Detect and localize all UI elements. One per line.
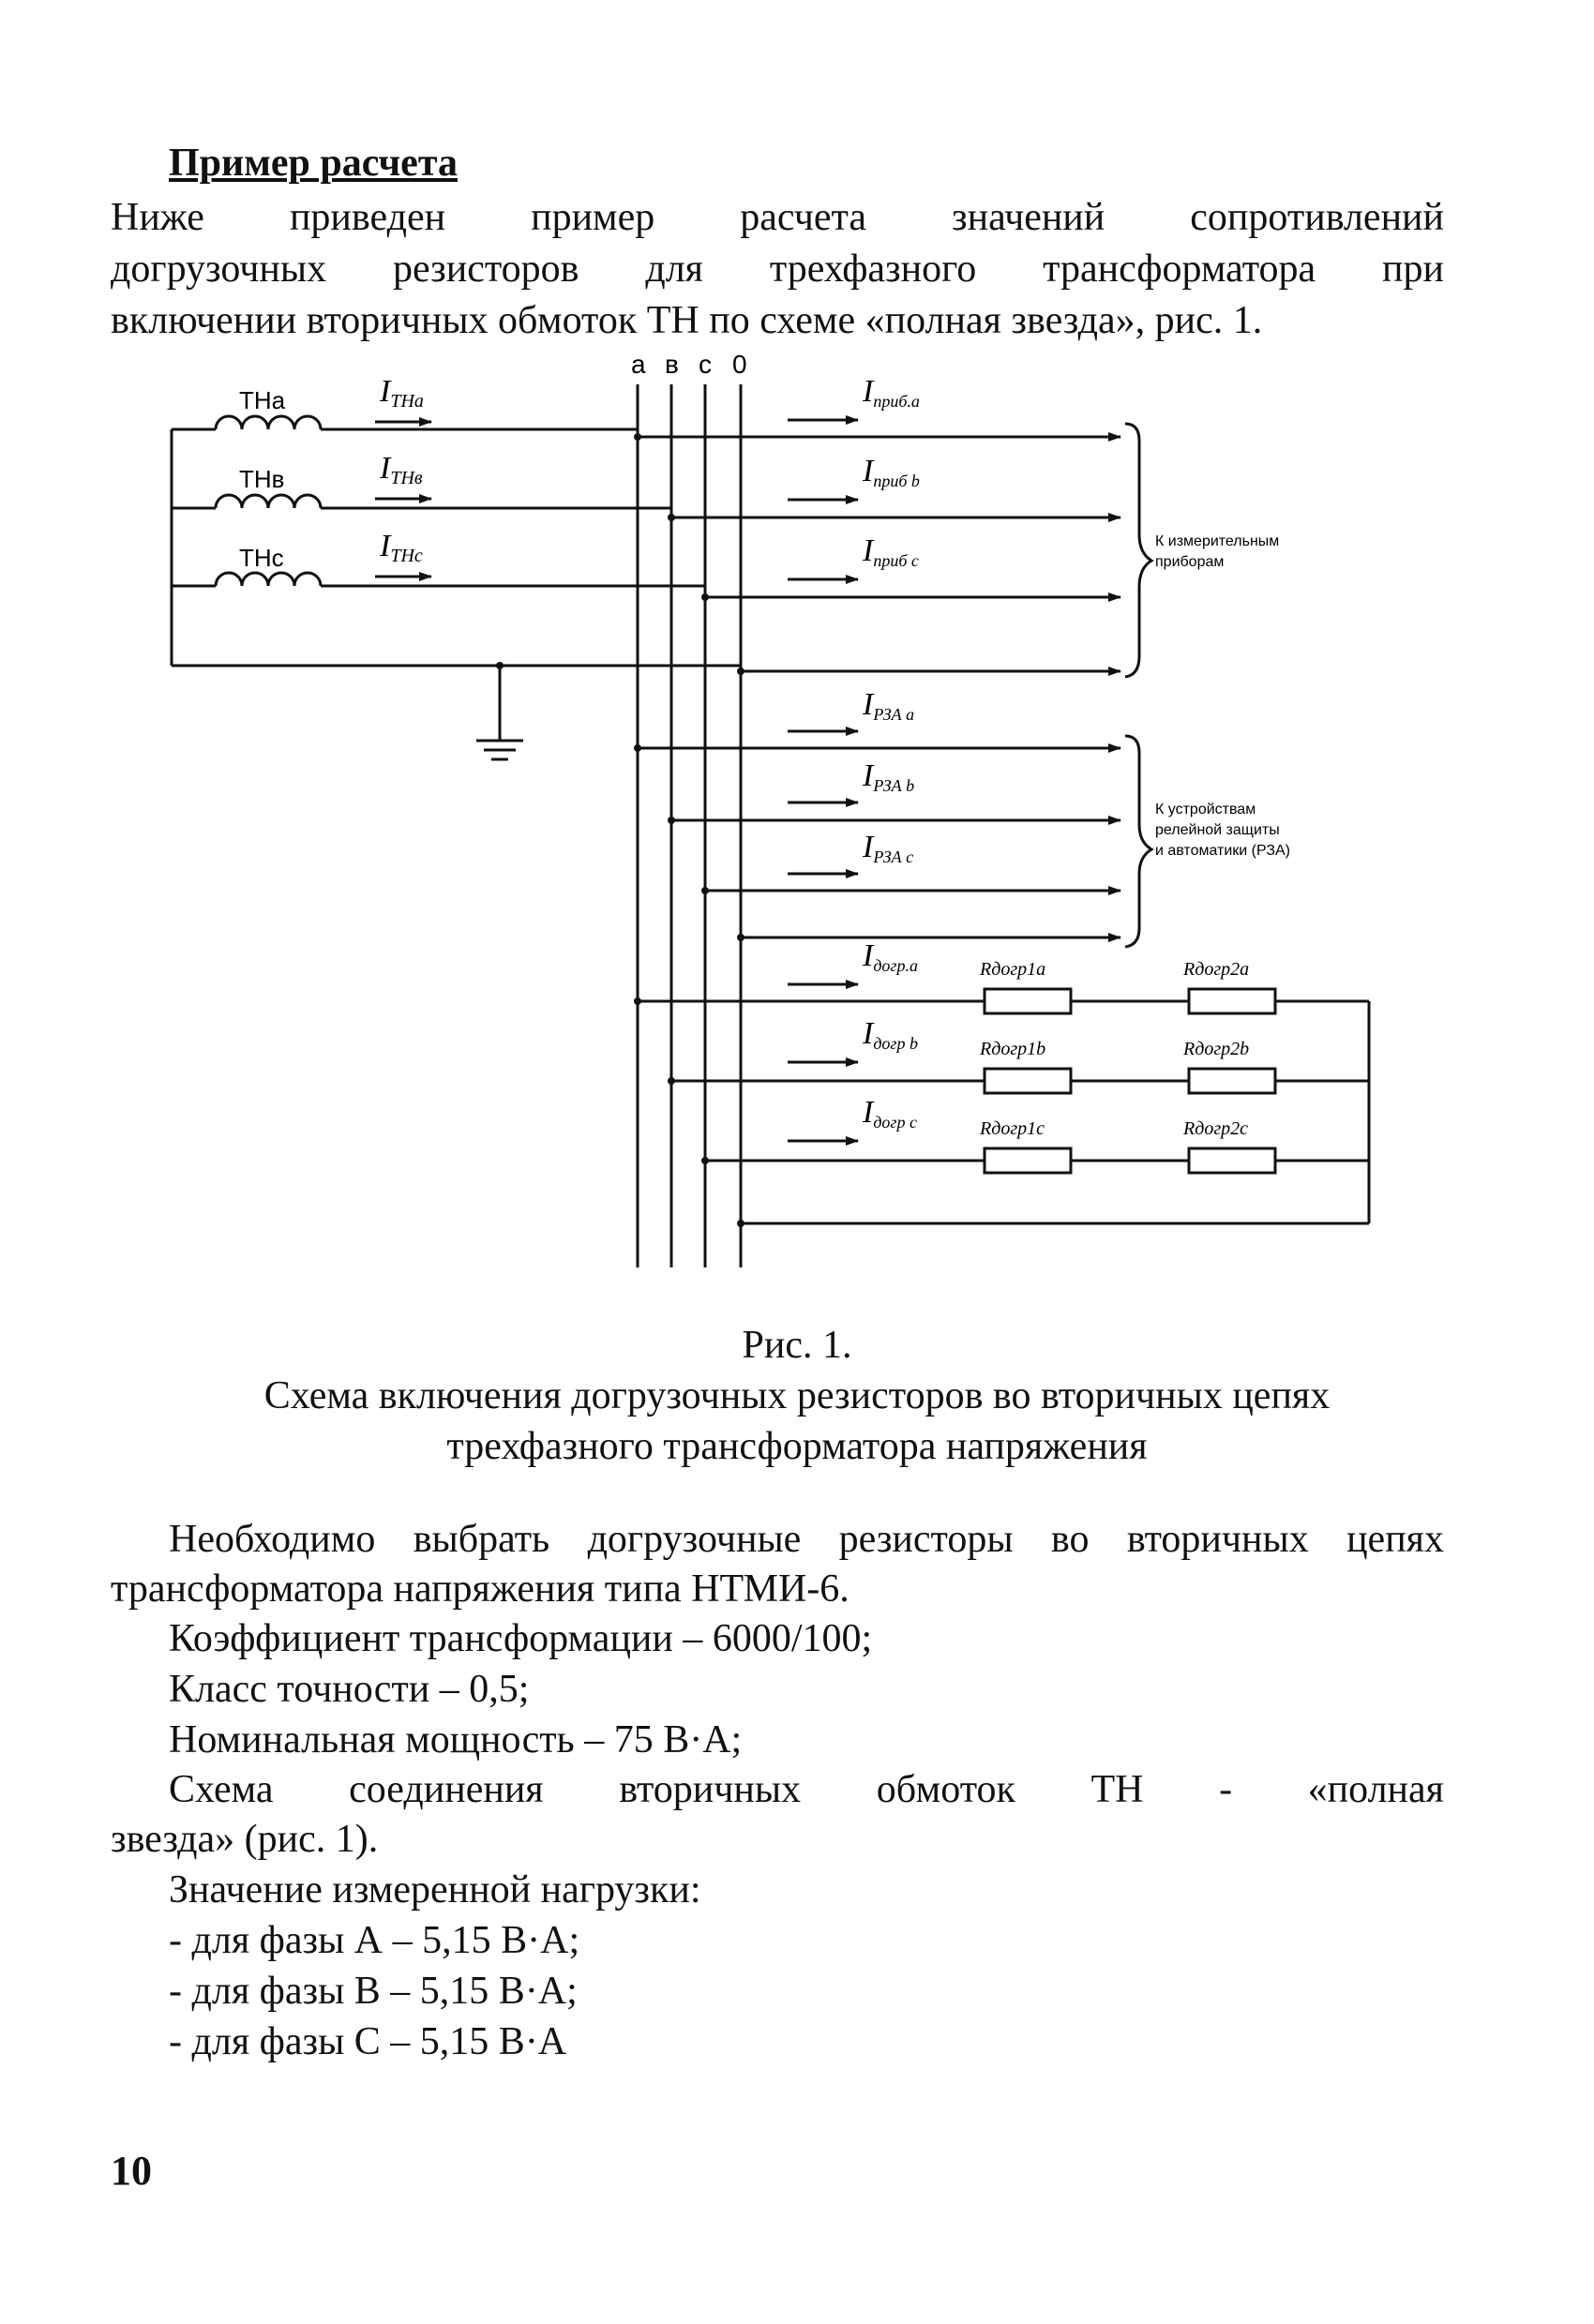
device-current-c: Iприб c: [862, 533, 919, 570]
winding-label-b: ТНв: [239, 465, 284, 493]
phase-b-load: - для фазы В – 5,15 В·А;: [169, 1970, 578, 2013]
relay-current-c: IРЗА c: [862, 830, 913, 866]
device-current-b: Iприб b: [862, 454, 920, 490]
scheme-line-1: Схема соединения вторичных обмоток ТН - …: [169, 1768, 1444, 1811]
figure-number: Рис. 1.: [742, 1324, 852, 1367]
relay-current-b: IРЗА b: [862, 758, 914, 795]
resistor-label-1a: Rдогр1а: [979, 959, 1045, 980]
resistor-label-2b: Rдогр2b: [1182, 1039, 1249, 1059]
bus-label-b: в: [665, 350, 679, 379]
relay-label-line2: релейной защиты: [1155, 822, 1280, 838]
section-heading: Пример расчета: [169, 142, 458, 185]
winding-a-coil: [214, 414, 323, 430]
bus-label-0: 0: [732, 350, 747, 379]
accuracy-class: Класс точности – 0,5;: [169, 1668, 530, 1711]
phase-a-load: - для фазы А – 5,15 В·А;: [169, 1919, 580, 1962]
intro-line-3: включении вторичных обмоток ТН по схеме …: [111, 299, 1263, 342]
winding-c-coil: [214, 571, 323, 587]
relay-brace: [1124, 734, 1154, 949]
scheme-line-2: звезда» (рис. 1).: [111, 1818, 379, 1861]
relay-current-a: IРЗА a: [862, 687, 914, 724]
bus-label-a: а: [631, 350, 646, 379]
rated-power: Номинальная мощность – 75 В·А;: [169, 1718, 743, 1762]
phase-c-load: - для фазы С – 5,15 В·А: [169, 2020, 567, 2063]
winding-label-c: ТНс: [239, 544, 284, 572]
device-current-a: Iприб.a: [862, 374, 920, 411]
resistor-2a: [1187, 987, 1277, 1015]
resistor-2c: [1187, 1147, 1277, 1175]
device-label-line1: К измерительным: [1155, 533, 1279, 549]
source-current-b: IТНв: [379, 451, 423, 488]
winding-b-coil: [214, 493, 323, 509]
body-line-1: Необходимо выбрать догрузочные резисторы…: [169, 1518, 1444, 1561]
transformation-ratio: Коэффициент трансформации – 6000/100;: [169, 1617, 873, 1660]
source-current-a: IТНа: [379, 374, 424, 412]
resistor-1c: [983, 1147, 1073, 1175]
winding-label-a: ТНа: [239, 386, 286, 414]
intro-line-1: Ниже приведен пример расчета значений со…: [111, 196, 1444, 239]
resistor-label-1c: Rдогр1c: [979, 1118, 1045, 1139]
circuit-diagram: а в с 0 ТНа ТНв ТНс IТНа IТНв IТНс Iприб…: [170, 350, 1371, 1267]
page-number: 10: [111, 2148, 152, 2194]
resistor-label-2a: Rдогр2а: [1182, 959, 1249, 980]
body-line-2: трансформатора напряжения типа НТМИ-6.: [111, 1567, 850, 1611]
resistor-1a: [983, 987, 1073, 1015]
intro-line-2: догрузочных резисторов для трехфазного т…: [111, 247, 1444, 291]
measured-load-title: Значение измеренной нагрузки:: [169, 1868, 701, 1912]
device-label-line2: приборам: [1155, 554, 1224, 570]
figure-caption-line-1: Схема включения догрузочных резисторов в…: [263, 1374, 1331, 1417]
figure-caption-line-2: трехфазного трансформатора напряжения: [446, 1425, 1148, 1468]
resistor-2b: [1187, 1067, 1277, 1095]
device-brace: [1124, 422, 1154, 679]
load-current-b: Iдогр b: [862, 1016, 918, 1053]
source-current-c: IТНс: [379, 529, 423, 566]
load-current-c: Iдогр c: [862, 1095, 917, 1132]
relay-label-line3: и автоматики (РЗА): [1155, 843, 1290, 859]
resistor-1b: [983, 1067, 1073, 1095]
relay-label-line1: К устройствам: [1155, 802, 1256, 817]
load-current-a: Iдогр.a: [862, 938, 918, 975]
resistor-label-1b: Rдогр1b: [979, 1039, 1045, 1059]
bus-label-c: с: [699, 350, 712, 379]
resistor-label-2c: Rдогр2c: [1182, 1118, 1248, 1139]
